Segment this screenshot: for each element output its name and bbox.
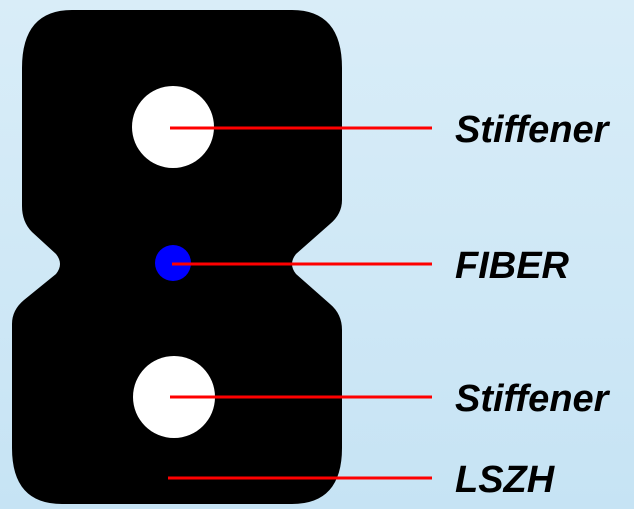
label-stiffener-bottom: Stiffener (455, 378, 611, 420)
label-lszh: LSZH (455, 459, 556, 501)
label-fiber: FIBER (455, 245, 570, 287)
label-stiffener-top: Stiffener (455, 109, 611, 151)
